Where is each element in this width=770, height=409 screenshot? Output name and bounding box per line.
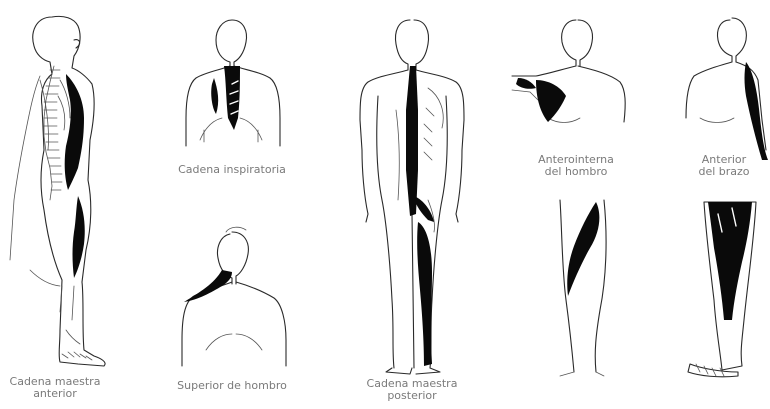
caption-cadena-inspiratoria: Cadena inspiratoria: [158, 164, 306, 176]
caption-line: posterior: [352, 390, 472, 402]
upper-trapezius-muscle: [184, 270, 232, 302]
caption-line: del hombro: [516, 166, 636, 178]
caption-line: Superior de hombro: [158, 380, 306, 392]
caption-anterior-del-brazo: Anterior del brazo: [680, 154, 768, 178]
figure-anterior-leg: [688, 202, 756, 377]
figure-cadena-maestra-posterior: [360, 20, 464, 374]
posterior-spinal-muscle: [406, 66, 418, 216]
inspiratory-neck-chain-muscle: [224, 66, 240, 130]
caption-cadena-maestra-posterior: Cadena maestra posterior: [352, 378, 472, 402]
posterior-leg-muscle: [417, 222, 432, 366]
figure-anterointerna-leg: [560, 200, 606, 376]
caption-anterointerna-del-hombro: Anterointerna del hombro: [516, 154, 636, 178]
anterointernal-shoulder-muscle: [536, 80, 566, 122]
caption-line: del brazo: [680, 166, 768, 178]
anterior-trunk-muscle: [65, 74, 84, 190]
figure-anterointerna-del-hombro: [512, 20, 625, 123]
caption-line: Cadena inspiratoria: [158, 164, 306, 176]
caption-superior-de-hombro: Superior de hombro: [158, 380, 306, 392]
anterior-thigh-muscle: [73, 196, 85, 278]
inspiratory-scalene-muscle: [211, 78, 218, 114]
figure-cadena-maestra-anterior: [10, 16, 105, 366]
figure-cadena-inspiratoria: [186, 20, 280, 146]
figure-superior-de-hombro: [182, 227, 286, 366]
anterointernal-thigh-muscle: [567, 202, 599, 296]
caption-line: anterior: [0, 388, 110, 400]
anterointernal-arm-muscle: [516, 78, 536, 89]
figure-anterior-del-brazo: [686, 18, 768, 160]
caption-cadena-maestra-anterior: Cadena maestra anterior: [0, 376, 110, 400]
